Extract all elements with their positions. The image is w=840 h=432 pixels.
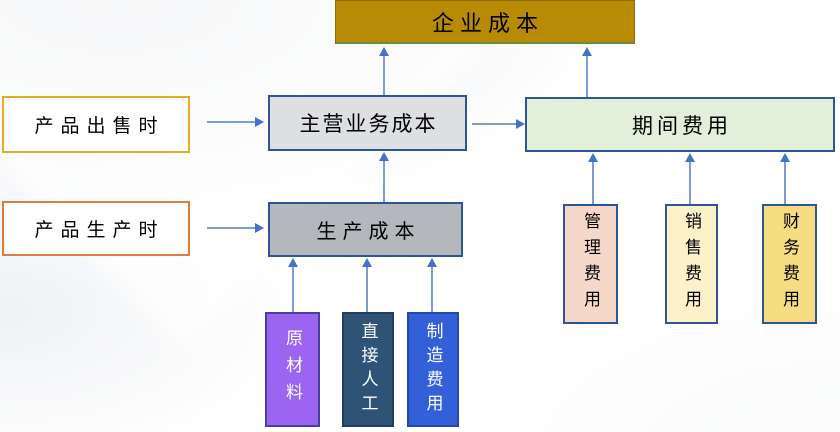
arrow-direct-labor-to-production-cost <box>362 258 372 312</box>
arrow-period-expense-to-enterprise-cost <box>582 47 592 97</box>
node-selling-expense: 销售费用 <box>665 204 718 324</box>
arrow-manufacturing-overhead-to-production-cost <box>427 258 437 312</box>
node-enterprise-cost: 企业成本 <box>335 0 635 44</box>
arrow-finance-expense-to-period-expense <box>780 153 790 204</box>
arrow-selling-expense-to-period-expense <box>685 153 695 204</box>
arrow-product-produced-to-production-cost <box>207 223 264 233</box>
node-product-produced: 产品生产时 <box>2 201 190 256</box>
node-main-business-cost: 主营业务成本 <box>268 95 467 151</box>
node-production-cost: 生产成本 <box>268 202 463 257</box>
node-manufacturing-overhead: 制造费用 <box>407 312 459 427</box>
node-admin-expense: 管理费用 <box>563 204 618 324</box>
arrow-raw-materials-to-production-cost <box>288 258 298 312</box>
arrow-production-cost-to-main-business-cost <box>379 152 389 202</box>
arrow-main-business-cost-to-period-expense <box>472 119 525 129</box>
node-period-expense: 期间费用 <box>525 97 835 152</box>
arrow-admin-expense-to-period-expense <box>588 153 598 204</box>
node-finance-expense: 财务费用 <box>762 204 817 324</box>
background-texture-diamond <box>0 0 490 350</box>
node-direct-labor: 直接人工 <box>342 312 394 427</box>
arrow-product-sold-to-main-business-cost <box>207 117 264 127</box>
node-product-sold: 产品出售时 <box>2 96 190 153</box>
arrow-main-business-cost-to-enterprise-cost <box>379 47 389 95</box>
node-raw-materials: 原材料 <box>265 312 320 427</box>
